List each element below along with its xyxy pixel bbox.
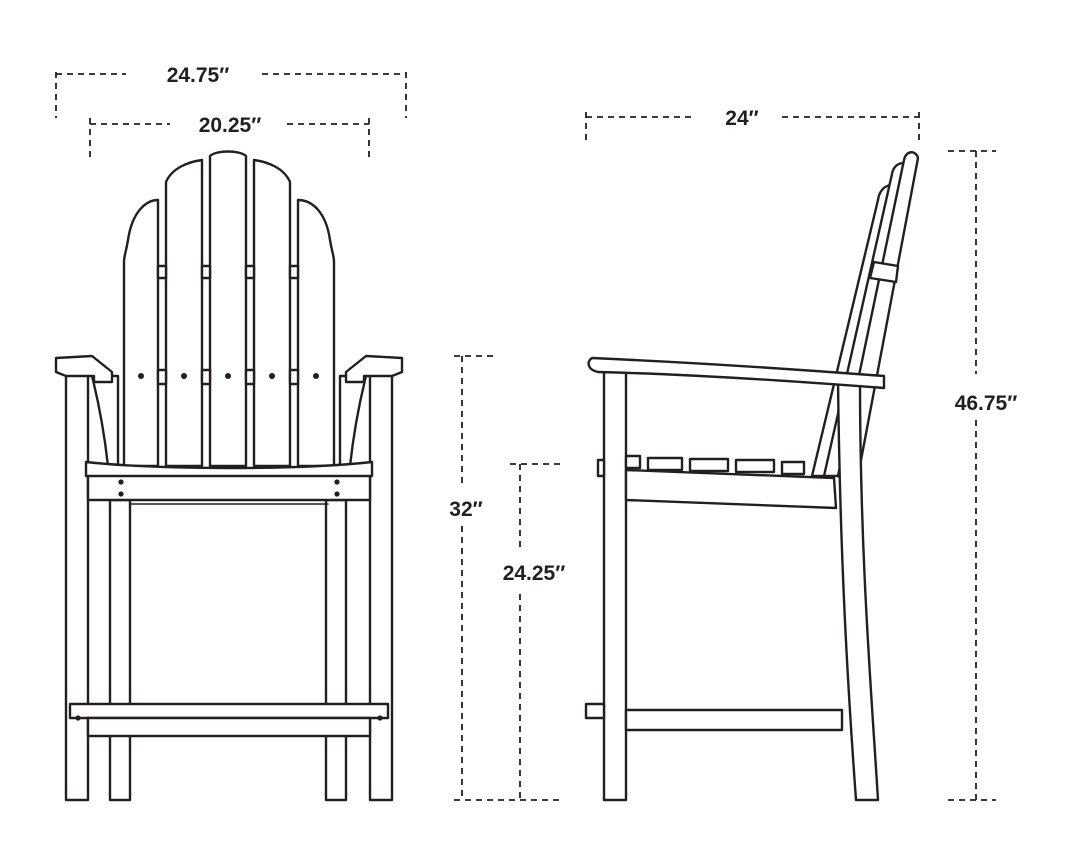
front-view-chair (54, 150, 404, 802)
dimension-lines (55, 72, 996, 801)
seat-height-label: 24.25″ (503, 562, 566, 585)
side-view-chair (584, 151, 920, 802)
arm-height-label: 32″ (449, 498, 482, 521)
overall-height-label: 46.75″ (955, 392, 1018, 415)
depth-label: 24″ (725, 107, 758, 130)
overall-width-label: 24.75″ (167, 64, 230, 87)
seat-width-label: 20.25″ (199, 114, 262, 137)
